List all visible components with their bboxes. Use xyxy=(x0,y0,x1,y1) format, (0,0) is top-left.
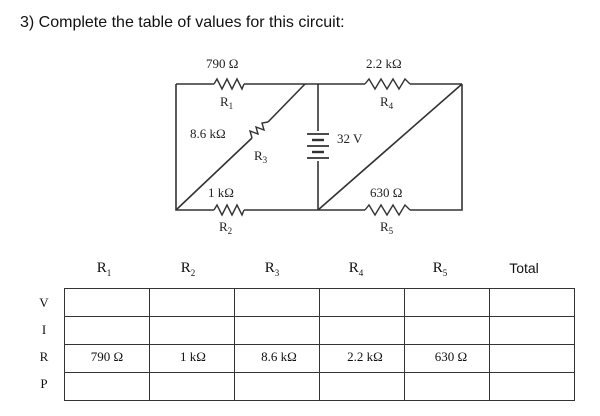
cell-v-total[interactable] xyxy=(489,288,575,317)
cell-i-r2[interactable] xyxy=(149,316,235,345)
table-row xyxy=(64,316,575,345)
row-head-v: V xyxy=(39,295,49,310)
cell-r-r3[interactable] xyxy=(234,344,320,373)
cell-i-r5[interactable] xyxy=(404,316,490,345)
r-value-r5: 630 Ω xyxy=(434,349,468,364)
r4-value-label: 2.2 kΩ xyxy=(366,56,402,71)
cell-v-r1[interactable] xyxy=(64,288,150,317)
cell-i-r1[interactable] xyxy=(64,316,150,345)
col-head-r2: R2 xyxy=(180,260,196,278)
cell-p-r3[interactable] xyxy=(234,372,320,401)
wire-diag-right xyxy=(317,83,463,211)
cell-p-r4[interactable] xyxy=(319,372,405,401)
battery-label: 32 V xyxy=(337,131,363,146)
row-head-i: I xyxy=(41,322,47,337)
col-head-r3: R3 xyxy=(264,260,280,278)
resistor-r2-icon xyxy=(213,203,245,217)
table-row xyxy=(64,372,575,401)
cell-p-total[interactable] xyxy=(489,372,575,401)
cell-r-r2[interactable] xyxy=(149,344,235,373)
r-value-r4: 2.2 kΩ xyxy=(347,349,383,364)
wire-diag-r3-lower xyxy=(175,137,253,211)
cell-p-r2[interactable] xyxy=(149,372,235,401)
cell-i-r3[interactable] xyxy=(234,316,320,345)
r-value-r3: 8.6 kΩ xyxy=(261,349,297,364)
question-text: 3) Complete the table of values for this… xyxy=(20,14,345,31)
r-value-r1: 790 Ω xyxy=(90,349,124,364)
r3-value-label: 8.6 kΩ xyxy=(190,126,226,141)
cell-i-total[interactable] xyxy=(489,316,575,345)
resistor-r1-icon xyxy=(213,77,245,91)
row-head-r: R xyxy=(39,349,49,364)
cell-p-r1[interactable] xyxy=(64,372,150,401)
cell-v-r4[interactable] xyxy=(319,288,405,317)
table-row xyxy=(64,344,575,373)
wire-diag-r3-upper xyxy=(267,83,306,123)
table-row xyxy=(64,288,575,317)
resistor-r5-icon xyxy=(364,203,411,217)
row-head-p: P xyxy=(40,376,48,391)
r4-name-label: R4 xyxy=(380,94,394,111)
r5-name-label: R5 xyxy=(380,219,394,236)
r3-name-label: R3 xyxy=(254,148,268,165)
values-table xyxy=(64,288,575,401)
battery-icon xyxy=(307,133,329,159)
cell-r-total[interactable] xyxy=(489,344,575,373)
col-head-total: Total xyxy=(509,260,539,276)
cell-v-r3[interactable] xyxy=(234,288,320,317)
resistor-r3-icon xyxy=(248,121,269,139)
wire-right xyxy=(410,84,463,211)
r1-value-label: 790 Ω xyxy=(206,56,238,71)
cell-v-r2[interactable] xyxy=(149,288,235,317)
r2-value-label: 1 kΩ xyxy=(208,185,234,200)
r2-name-label: R2 xyxy=(219,219,232,236)
resistor-r4-icon xyxy=(364,77,411,91)
col-head-r4: R4 xyxy=(348,260,364,278)
col-head-r1: R1 xyxy=(96,260,112,278)
col-head-r5: R5 xyxy=(432,260,448,278)
r1-name-label: R1 xyxy=(220,94,233,111)
r5-value-label: 630 Ω xyxy=(370,185,402,200)
r-value-r2: 1 kΩ xyxy=(180,349,206,364)
circuit-diagram: 790 Ω R1 2.2 kΩ R4 8.6 kΩ R3 32 V 1 kΩ R… xyxy=(175,56,463,236)
cell-v-r5[interactable] xyxy=(404,288,490,317)
cell-i-r4[interactable] xyxy=(319,316,405,345)
cell-p-r5[interactable] xyxy=(404,372,490,401)
